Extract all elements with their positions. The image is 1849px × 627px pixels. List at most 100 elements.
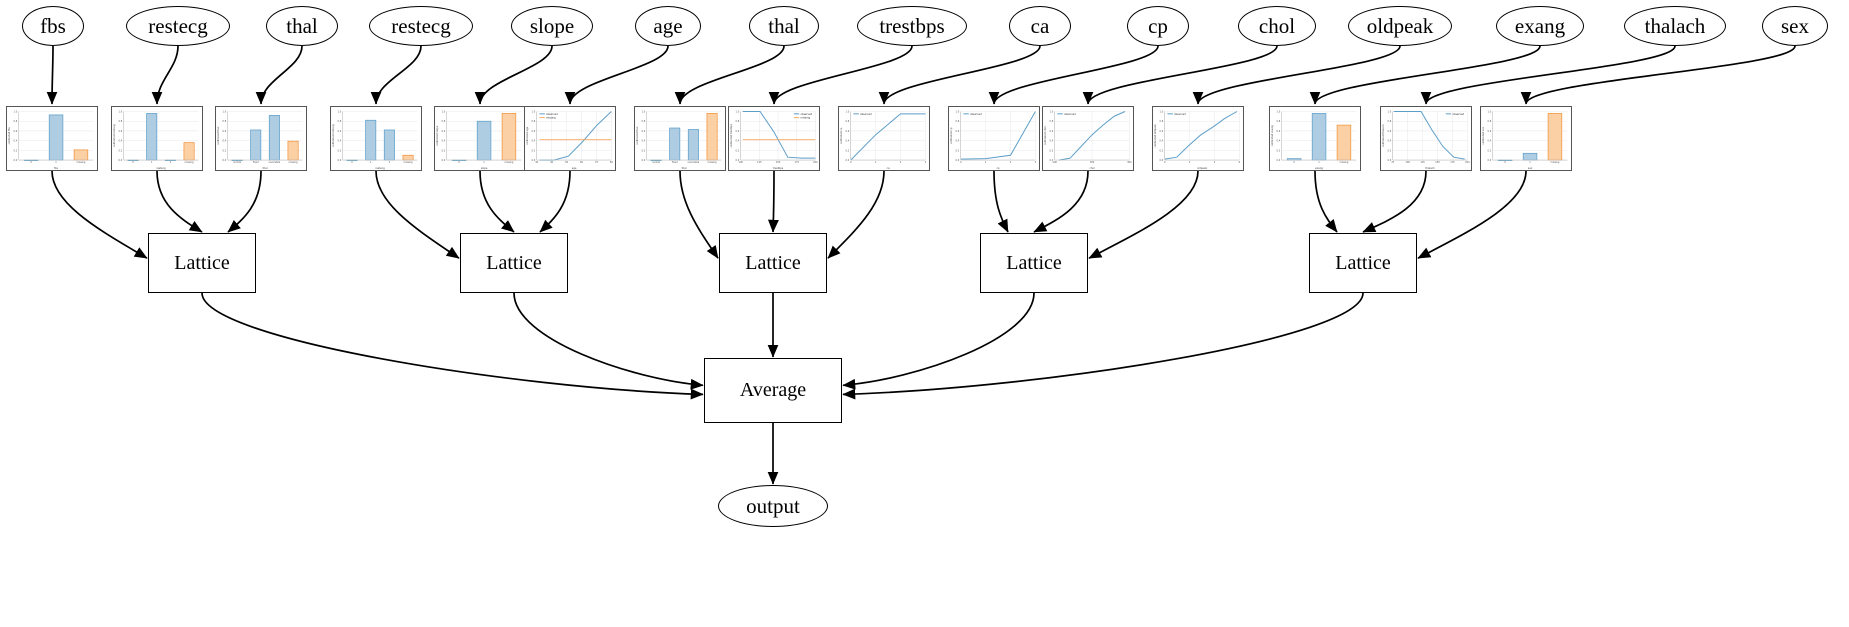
svg-text:fixed: fixed <box>253 161 259 164</box>
svg-text:0.6: 0.6 <box>1488 130 1492 133</box>
svg-text:2: 2 <box>900 161 902 164</box>
svg-text:calibrated sex: calibrated sex <box>1481 126 1485 144</box>
input-node-ca[interactable]: ca <box>1009 6 1071 46</box>
lattice-node-5[interactable]: Lattice <box>1309 233 1417 293</box>
input-node-label: age <box>653 13 683 38</box>
svg-text:1.0: 1.0 <box>846 110 850 113</box>
svg-text:125: 125 <box>757 161 762 164</box>
svg-text:0.6: 0.6 <box>956 130 960 133</box>
svg-text:observed: observed <box>860 112 872 116</box>
input-node-chol[interactable]: chol <box>1238 6 1316 46</box>
svg-text:1.0: 1.0 <box>1277 110 1281 113</box>
lattice-node-label: Lattice <box>745 251 801 274</box>
svg-text:0.6: 0.6 <box>1388 130 1392 133</box>
svg-text:0.8: 0.8 <box>532 120 536 123</box>
svg-text:1.0: 1.0 <box>1488 110 1492 113</box>
svg-text:2: 2 <box>389 161 391 164</box>
lattice-node-1[interactable]: Lattice <box>148 233 256 293</box>
svg-text:0: 0 <box>850 161 852 164</box>
svg-text:calibrated slope: calibrated slope <box>435 125 439 146</box>
svg-text:0.6: 0.6 <box>223 130 227 133</box>
input-node-slope[interactable]: slope <box>511 6 593 46</box>
svg-text:oldpeak: oldpeak <box>1197 166 1208 170</box>
input-node-label: ca <box>1030 13 1050 38</box>
svg-text:75: 75 <box>1391 161 1394 164</box>
svg-text:0.4: 0.4 <box>1388 140 1392 143</box>
input-node-oldpeak[interactable]: oldpeak <box>1348 6 1452 46</box>
svg-text:100: 100 <box>1405 161 1410 164</box>
svg-text:0.0: 0.0 <box>1488 159 1492 162</box>
svg-text:0.2: 0.2 <box>1388 149 1392 152</box>
lattice-node-2[interactable]: Lattice <box>460 233 568 293</box>
svg-text:1.0: 1.0 <box>956 110 960 113</box>
svg-text:1.0: 1.0 <box>1160 110 1164 113</box>
svg-text:0.4: 0.4 <box>119 140 123 143</box>
lattice-node-4[interactable]: Lattice <box>980 233 1088 293</box>
svg-text:calibrated thalach: calibrated thalach <box>1381 124 1385 147</box>
input-node-restecg1[interactable]: restecg <box>126 6 230 46</box>
svg-text:calibrated ca: calibrated ca <box>839 127 843 144</box>
output-node[interactable]: output <box>718 485 828 527</box>
svg-text:0.4: 0.4 <box>14 140 18 143</box>
svg-text:0.8: 0.8 <box>223 120 227 123</box>
svg-text:0.4: 0.4 <box>532 140 536 143</box>
svg-text:thal: thal <box>263 166 268 170</box>
input-node-thal2[interactable]: thal <box>749 6 819 46</box>
svg-text:200: 200 <box>813 161 818 164</box>
input-node-fbs[interactable]: fbs <box>22 6 84 46</box>
svg-text:1: 1 <box>370 161 372 164</box>
input-node-cp[interactable]: cp <box>1127 6 1189 46</box>
svg-text:normal: normal <box>233 161 242 164</box>
svg-text:missing: missing <box>708 161 717 164</box>
svg-text:0.4: 0.4 <box>442 140 446 143</box>
input-node-label: restecg <box>148 13 208 38</box>
lattice-node-label: Lattice <box>174 251 230 274</box>
svg-text:0: 0 <box>960 161 962 164</box>
lattice-node-3[interactable]: Lattice <box>719 233 827 293</box>
average-node[interactable]: Average <box>704 358 842 423</box>
input-node-thal1[interactable]: thal <box>266 6 338 46</box>
svg-text:0.6: 0.6 <box>1277 130 1281 133</box>
svg-text:0.2: 0.2 <box>442 149 446 152</box>
svg-text:calibrated chol: calibrated chol <box>1043 126 1047 145</box>
svg-text:0.8: 0.8 <box>736 120 740 123</box>
input-node-thalach[interactable]: thalach <box>1624 6 1726 46</box>
input-node-exang[interactable]: exang <box>1496 6 1584 46</box>
svg-text:0.2: 0.2 <box>223 149 227 152</box>
input-node-label: restecg <box>391 13 451 38</box>
svg-text:0.6: 0.6 <box>532 130 536 133</box>
svg-text:missing: missing <box>546 116 556 120</box>
svg-text:1: 1 <box>151 161 153 164</box>
svg-text:0.0: 0.0 <box>1050 159 1054 162</box>
svg-text:4: 4 <box>1214 161 1216 164</box>
input-node-restecg2[interactable]: restecg <box>369 6 473 46</box>
input-node-sex[interactable]: sex <box>1762 6 1828 46</box>
input-node-age[interactable]: age <box>635 6 701 46</box>
svg-text:0.8: 0.8 <box>1160 120 1164 123</box>
svg-text:observed: observed <box>800 112 812 116</box>
input-node-trestbps[interactable]: trestbps <box>857 6 967 46</box>
svg-text:30: 30 <box>535 161 538 164</box>
svg-text:0.6: 0.6 <box>338 130 342 133</box>
svg-text:fixed: fixed <box>672 161 678 164</box>
svg-text:0.6: 0.6 <box>642 130 646 133</box>
svg-text:slope: slope <box>481 166 488 170</box>
